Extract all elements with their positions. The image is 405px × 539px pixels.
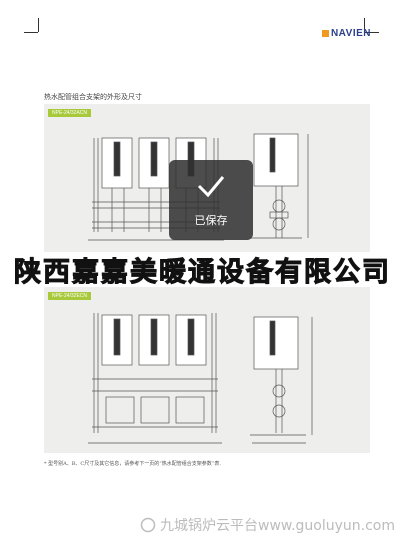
- crop-mark-top-left-h: [24, 32, 38, 33]
- watermark: 九城锅炉云平台www.guoluyun.com: [140, 515, 395, 535]
- crop-mark-top-right-h: [365, 32, 379, 33]
- toast-text: 已保存: [194, 214, 228, 227]
- cloud-logo-icon: [140, 517, 156, 533]
- saved-toast: 已保存: [169, 160, 253, 240]
- watermark-text: 九城锅炉云平台www.guoluyun.com: [160, 518, 395, 534]
- section-title: 热水配管组合支架的外形及尺寸: [44, 93, 142, 101]
- logo-mark-icon: [321, 30, 329, 37]
- diagram-panel-bottom: NPE-24/32ECN: [44, 287, 370, 453]
- checkmark-icon: [197, 176, 225, 198]
- crop-mark-top-left-v: [38, 18, 39, 32]
- model-tag: NPE-24/32ACN: [48, 109, 92, 117]
- navien-logo: NAVIEN: [321, 28, 371, 39]
- company-name: 陕西嘉嘉美暖通设备有限公司: [14, 256, 391, 288]
- crop-mark-top-right-v: [364, 18, 365, 32]
- footnote: * 型号别A、B、C尺寸及其它信息，请参考下一页的“热水配管组合支架参数”表.: [44, 461, 221, 467]
- boiler-rack-front-drawing: [88, 313, 313, 444]
- model-tag: NPE-24/32ECN: [48, 292, 92, 300]
- brand-name: NAVIEN: [330, 28, 371, 39]
- company-banner: 陕西嘉嘉美暖通设备有限公司: [0, 252, 405, 288]
